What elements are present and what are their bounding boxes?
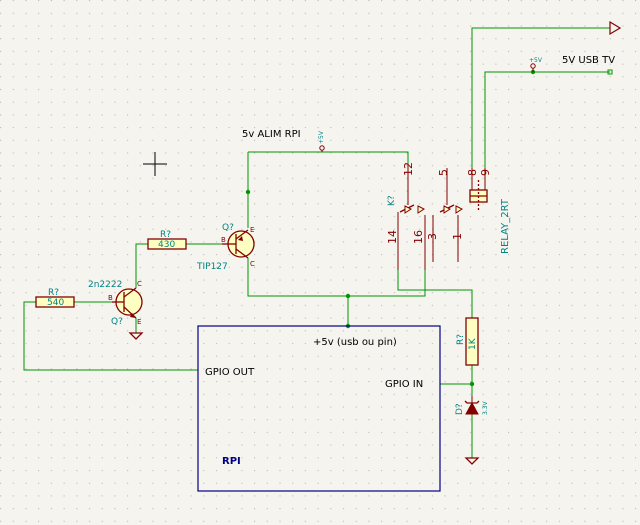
relay-pin-16: 16: [412, 230, 425, 244]
net-label-usb-tv[interactable]: 5V USB TV: [562, 55, 615, 66]
ground-symbol-icon: [128, 332, 144, 340]
relay-pin-9: 9: [479, 169, 492, 176]
relay-pin-14: 14: [386, 230, 399, 244]
relay-pin-8: 8: [466, 169, 479, 176]
q2-pin-c: C: [250, 260, 255, 268]
transistor-2n2222-ref: Q?: [111, 317, 123, 327]
crosshair-cursor-icon: [143, 152, 167, 176]
resistor-r430[interactable]: R? 430: [147, 230, 187, 250]
resistor-r1k[interactable]: R? 1K: [456, 317, 479, 366]
q2-pin-b: B: [221, 236, 226, 244]
relay-k1[interactable]: 12 5 8 9 14 16 3 1 K? RELAY_2RT: [386, 162, 511, 270]
resistor-r1k-ref: R?: [456, 334, 466, 345]
relay-value: RELAY_2RT: [500, 198, 511, 254]
rpi-block[interactable]: RPI: [197, 325, 441, 492]
resistor-r430-value: 430: [158, 240, 175, 250]
power-flag-usb-tv[interactable]: +5V: [529, 57, 543, 72]
transistor-tip127[interactable]: B E C Q? TIP127: [196, 223, 255, 272]
net-label-gpio-in[interactable]: GPIO IN: [385, 379, 423, 390]
relay-pin-1: 1: [451, 233, 464, 240]
resistor-r540-value: 540: [47, 298, 64, 308]
transistor-tip127-value: TIP127: [196, 262, 228, 272]
power-flag-usb-tv-label: +5V: [529, 57, 543, 64]
net-label-rpi-power[interactable]: +5v (usb ou pin): [313, 337, 397, 348]
resistor-r1k-value: 1K: [468, 337, 478, 350]
q2-pin-e: E: [250, 226, 254, 234]
resistor-r540[interactable]: R? 540: [35, 288, 75, 308]
power-flag-alim-rpi-label: +5V: [318, 130, 325, 144]
ground-symbol-icon: [464, 457, 480, 465]
q1-pin-e: E: [137, 318, 141, 326]
net-label-alim-rpi[interactable]: 5v ALIM RPI: [242, 129, 301, 140]
transistor-2n2222[interactable]: B C E 2n2222 Q?: [88, 280, 143, 327]
zener-diode-ref: D?: [455, 403, 465, 415]
net-label-gpio-out[interactable]: GPIO OUT: [205, 367, 255, 378]
zener-diode-value: 3.3V: [482, 400, 489, 415]
q1-pin-b: B: [108, 294, 113, 302]
resistor-r540-ref: R?: [48, 288, 59, 298]
relay-ref: K?: [387, 195, 397, 206]
relay-pin-12: 12: [402, 162, 415, 176]
power-flag-alim-rpi[interactable]: +5V: [318, 130, 325, 152]
resistor-r430-ref: R?: [160, 230, 171, 240]
wire-end-marker: [607, 69, 613, 75]
rpi-block-name: RPI: [222, 456, 241, 467]
power-output-arrow-icon: [609, 20, 622, 36]
transistor-tip127-ref: Q?: [222, 223, 234, 233]
transistor-2n2222-value: 2n2222: [88, 280, 122, 290]
zener-diode[interactable]: D? 3.3V: [455, 396, 489, 415]
relay-pin-3: 3: [426, 233, 439, 240]
q1-pin-c: C: [137, 280, 142, 288]
relay-pin-5: 5: [437, 169, 450, 176]
wires: [23, 27, 610, 458]
